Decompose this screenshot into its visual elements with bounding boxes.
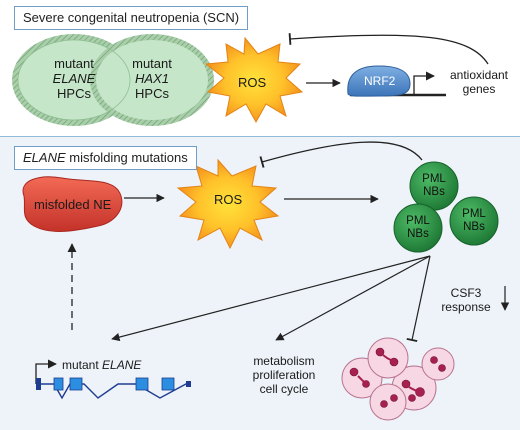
hpc-left-line3: HPCs: [57, 86, 91, 101]
misfolded-ne-blob: [22, 176, 123, 232]
exon-1: [36, 378, 41, 390]
pml-left-line2: NBs: [407, 228, 429, 240]
inhibition-pml-to-ros: [259, 141, 423, 168]
hpc-left-line2: ELANE: [52, 71, 96, 86]
inhibition-pml-to-neutrophils: [406, 255, 431, 342]
antioxidant-line2: genes: [462, 82, 496, 96]
arrow-pml-to-metabolism: [275, 255, 431, 341]
hpc-right-line2: HAX1: [135, 71, 169, 86]
pml-top-line1: PML: [422, 173, 446, 185]
csf3-line1: CSF3: [450, 286, 482, 300]
pml-nb-left: [393, 203, 443, 253]
top-panel-title: Severe congenital neutropenia (SCN): [14, 6, 249, 30]
transcription-arrow-top: [413, 71, 435, 94]
misfolded-ne-label: misfolded NE: [34, 197, 112, 212]
pml-top-line2: NBs: [423, 186, 445, 198]
bottom-panel-title: ELANE misfolding mutations: [14, 146, 197, 170]
ros-label-top: ROS: [238, 75, 267, 90]
gene-prefix: mutant: [62, 358, 103, 372]
metabolism-line2: proliferation: [252, 368, 316, 382]
exon-3: [69, 377, 83, 391]
antioxidant-line1: antioxidant: [449, 68, 509, 82]
hpc-left-line1: mutant: [54, 56, 94, 71]
bottom-title-rest: misfolding mutations: [65, 150, 188, 165]
pml-label-top: PML NBs: [414, 173, 454, 199]
hpc-cell-right: [90, 34, 214, 126]
bottom-title-gene: ELANE: [23, 150, 66, 165]
ros-burst-top: [204, 36, 304, 124]
exon-2: [53, 377, 64, 391]
hpc-right-line3: HPCs: [135, 86, 169, 101]
arrow-pml-to-gene: [111, 255, 431, 342]
exon-4: [135, 377, 149, 391]
pml-nb-right: [449, 196, 499, 246]
nrf2-protein: [347, 65, 411, 97]
hpc-right-label: mutant HAX1 HPCs: [117, 56, 187, 101]
exon-5: [161, 377, 175, 391]
mutant-elane-label: mutant ELANE: [62, 358, 141, 372]
pml-left-line1: PML: [406, 215, 430, 227]
nrf2-label: NRF2: [364, 74, 396, 88]
ros-label-bottom: ROS: [214, 192, 243, 207]
pml-label-right: PML NBs: [454, 208, 494, 234]
metabolism-line1: metabolism: [253, 354, 315, 368]
pml-label-left: PML NBs: [398, 215, 438, 241]
antioxidant-label: antioxidant genes: [444, 68, 514, 96]
csf3-line2: response: [441, 300, 491, 314]
pml-right-line1: PML: [462, 208, 486, 220]
csf3-label: CSF3 response: [434, 286, 498, 314]
inhibition-antioxidant-to-ros: [288, 33, 489, 65]
hpc-right-line1: mutant: [132, 56, 172, 71]
pml-right-line2: NBs: [463, 221, 485, 233]
neutrophil-cluster: [341, 337, 455, 421]
exon-6: [186, 381, 191, 387]
metabolism-label: metabolism proliferation cell cycle: [244, 354, 324, 396]
transcription-arrow-bottom: [35, 359, 57, 384]
metabolism-line3: cell cycle: [259, 382, 309, 396]
ros-burst-bottom: [176, 158, 280, 250]
elane-gene-structure: [35, 359, 191, 400]
gene-name: ELANE: [102, 358, 142, 372]
hpc-left-label: mutant ELANE HPCs: [39, 56, 109, 101]
